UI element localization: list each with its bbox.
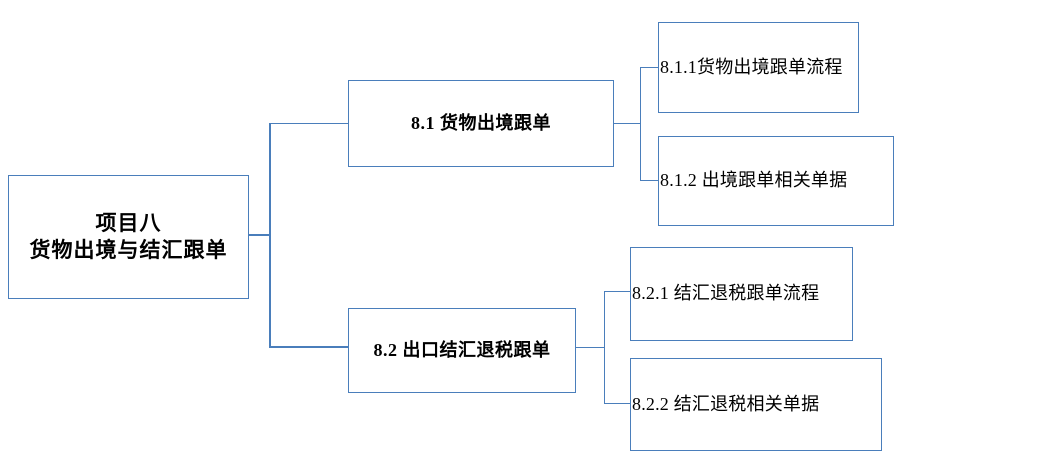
node-8-2-label: 8.2 出口结汇退税跟单 [373, 339, 551, 360]
connector-root-to-81 [269, 123, 349, 124]
connector-81-trunk [640, 67, 641, 180]
connector-81-to-811 [640, 67, 659, 68]
node-root-title-line1: 项目八 [95, 211, 162, 236]
node-8-2-2[interactable]: 8.2.2 结汇退税相关单据 [630, 358, 882, 451]
node-8-1-1-label: 8.1.1货物出境跟单流程 [660, 56, 843, 77]
connector-82-stub [575, 347, 605, 348]
connector-82-to-821 [604, 291, 631, 292]
node-8-1-2[interactable]: 8.1.2 出境跟单相关单据 [658, 136, 894, 226]
node-root-label: 项目八 货物出境与结汇跟单 [9, 210, 248, 264]
node-root-title-line2: 货物出境与结汇跟单 [29, 238, 228, 262]
connector-82-to-822 [604, 403, 631, 404]
node-8-2[interactable]: 8.2 出口结汇退税跟单 [348, 308, 576, 393]
connector-root-to-82 [269, 346, 349, 348]
node-root[interactable]: 项目八 货物出境与结汇跟单 [8, 175, 249, 299]
connector-81-stub [613, 123, 641, 124]
connector-82-trunk [604, 291, 605, 404]
connector-root-stub [248, 234, 271, 236]
node-8-1-2-label: 8.1.2 出境跟单相关单据 [660, 170, 848, 191]
node-8-1[interactable]: 8.1 货物出境跟单 [348, 80, 614, 167]
connector-81-to-812 [640, 180, 659, 181]
connector-root-trunk [269, 123, 271, 347]
node-8-2-2-label: 8.2.2 结汇退税相关单据 [632, 393, 820, 414]
node-8-1-1[interactable]: 8.1.1货物出境跟单流程 [658, 22, 859, 113]
node-8-2-1-label: 8.2.1 结汇退税跟单流程 [632, 283, 820, 304]
node-8-1-label: 8.1 货物出境跟单 [411, 112, 551, 133]
node-8-2-1[interactable]: 8.2.1 结汇退税跟单流程 [630, 247, 853, 341]
